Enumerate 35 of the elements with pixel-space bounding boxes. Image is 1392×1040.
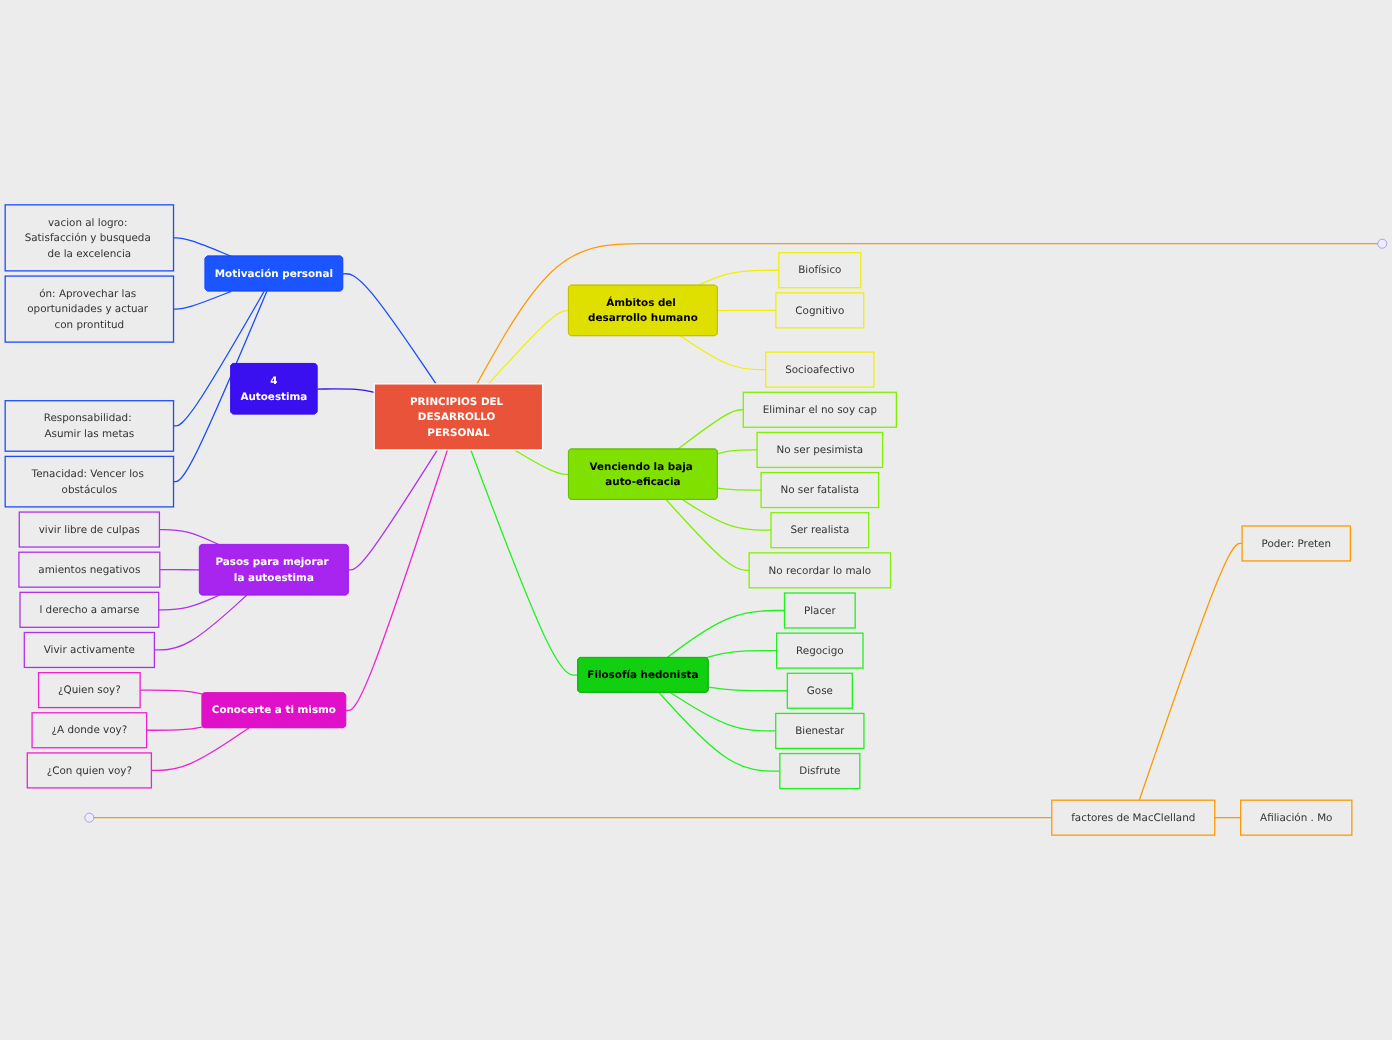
connector-line bbox=[348, 449, 439, 571]
connector-line bbox=[487, 310, 570, 385]
connector-line bbox=[658, 692, 781, 772]
connector-line bbox=[476, 243, 1379, 385]
connector-line bbox=[145, 726, 204, 731]
connector-line bbox=[665, 499, 750, 571]
connector-line bbox=[150, 727, 250, 772]
connector-line bbox=[139, 689, 204, 695]
connector-line bbox=[717, 487, 762, 491]
connector-line bbox=[470, 449, 579, 676]
connector-line bbox=[153, 594, 248, 651]
connector-line bbox=[679, 335, 767, 371]
connector-line bbox=[342, 273, 437, 385]
connector-line bbox=[1214, 817, 1242, 819]
connector-line bbox=[705, 649, 778, 659]
connector-line bbox=[159, 569, 201, 571]
connector-line bbox=[717, 309, 777, 312]
connector-line bbox=[682, 499, 772, 531]
connector-line bbox=[717, 449, 758, 455]
connector-line bbox=[707, 686, 788, 692]
connector-line bbox=[172, 290, 265, 427]
connector-line bbox=[172, 290, 232, 310]
connector-line bbox=[666, 609, 786, 659]
connector-line bbox=[93, 817, 1053, 819]
connector-line bbox=[1138, 542, 1243, 801]
connector-line bbox=[172, 290, 268, 483]
connector-line bbox=[158, 528, 220, 546]
connector-line bbox=[316, 388, 375, 394]
connector-line bbox=[697, 269, 780, 287]
connector-line bbox=[158, 594, 220, 611]
connector-line bbox=[172, 237, 232, 257]
connector-line bbox=[513, 449, 570, 476]
connector-line bbox=[669, 692, 777, 732]
connector-line bbox=[676, 409, 744, 450]
connector-line bbox=[345, 449, 449, 712]
